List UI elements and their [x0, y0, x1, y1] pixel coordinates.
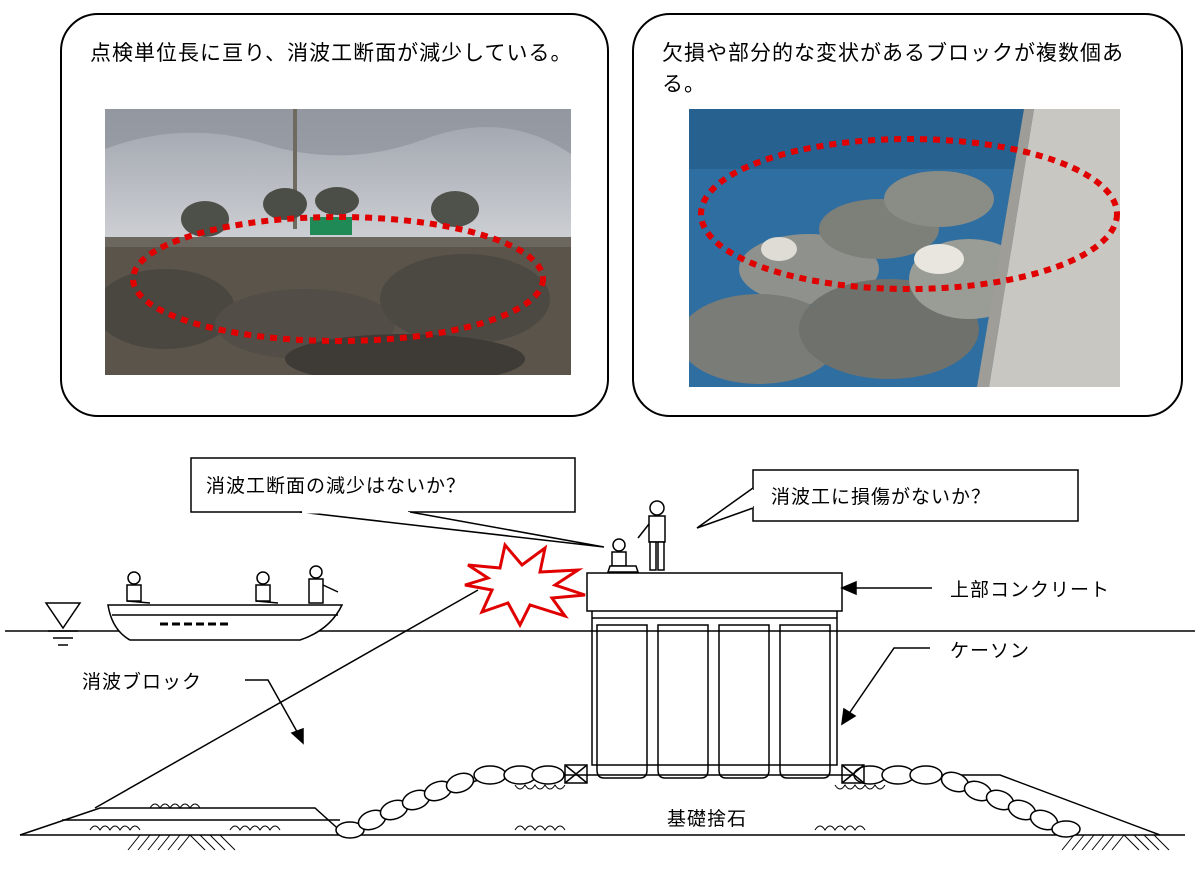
seabed-hatch-left — [127, 834, 236, 851]
label-upper-concrete: 上部コンクリート — [950, 579, 1111, 601]
caisson — [591, 611, 838, 779]
leader-caisson — [841, 647, 930, 726]
leader-wave-block — [245, 679, 304, 745]
sea-level-icon — [44, 602, 82, 646]
worker-icon — [126, 571, 151, 604]
damaged-blocks-photo — [689, 109, 1120, 387]
photo-panel-damage: 欠損や部分的な変状があるブロックが複数個ある。 — [632, 13, 1183, 417]
worker-icon — [255, 571, 279, 604]
label-caisson: ケーソン — [950, 640, 1031, 662]
leader-upper-concrete — [840, 580, 932, 596]
label-foundation-rubble: 基礎捨石 — [667, 808, 748, 830]
photo-art — [689, 109, 1120, 387]
callout-text-section-decrease: 消波工断面の減少はないか？ — [206, 475, 467, 497]
caisson-base-marks — [564, 764, 865, 784]
label-wave-block: 消波ブロック — [82, 671, 203, 693]
worker-icon — [308, 565, 339, 604]
foundation-mound — [19, 774, 1161, 836]
armor-stones — [335, 765, 1081, 839]
breakwater-section-photo — [105, 109, 571, 375]
panel-caption: 点検単位長に亘り、消波工断面が減少している。 — [90, 41, 573, 65]
damage-burst-icon — [464, 541, 586, 629]
rubble-marks — [89, 784, 886, 831]
panel-caption: 欠損や部分的な変状があるブロックが複数個ある。 — [662, 41, 1124, 96]
callout-text-damage-check: 消波工に損傷がないか？ — [771, 486, 992, 508]
boat-icon — [107, 565, 344, 641]
inspector-icon — [637, 500, 666, 571]
block-slope — [94, 589, 479, 809]
inspector-icon — [606, 538, 640, 573]
photo-art — [105, 109, 571, 375]
seabed-hatch-right — [1061, 834, 1170, 851]
callout-damage-check — [696, 469, 1079, 529]
callout-section-decrease — [190, 457, 605, 548]
upper-concrete — [586, 572, 843, 612]
photo-panel-section: 点検単位長に亘り、消波工断面が減少している。 — [60, 13, 609, 417]
